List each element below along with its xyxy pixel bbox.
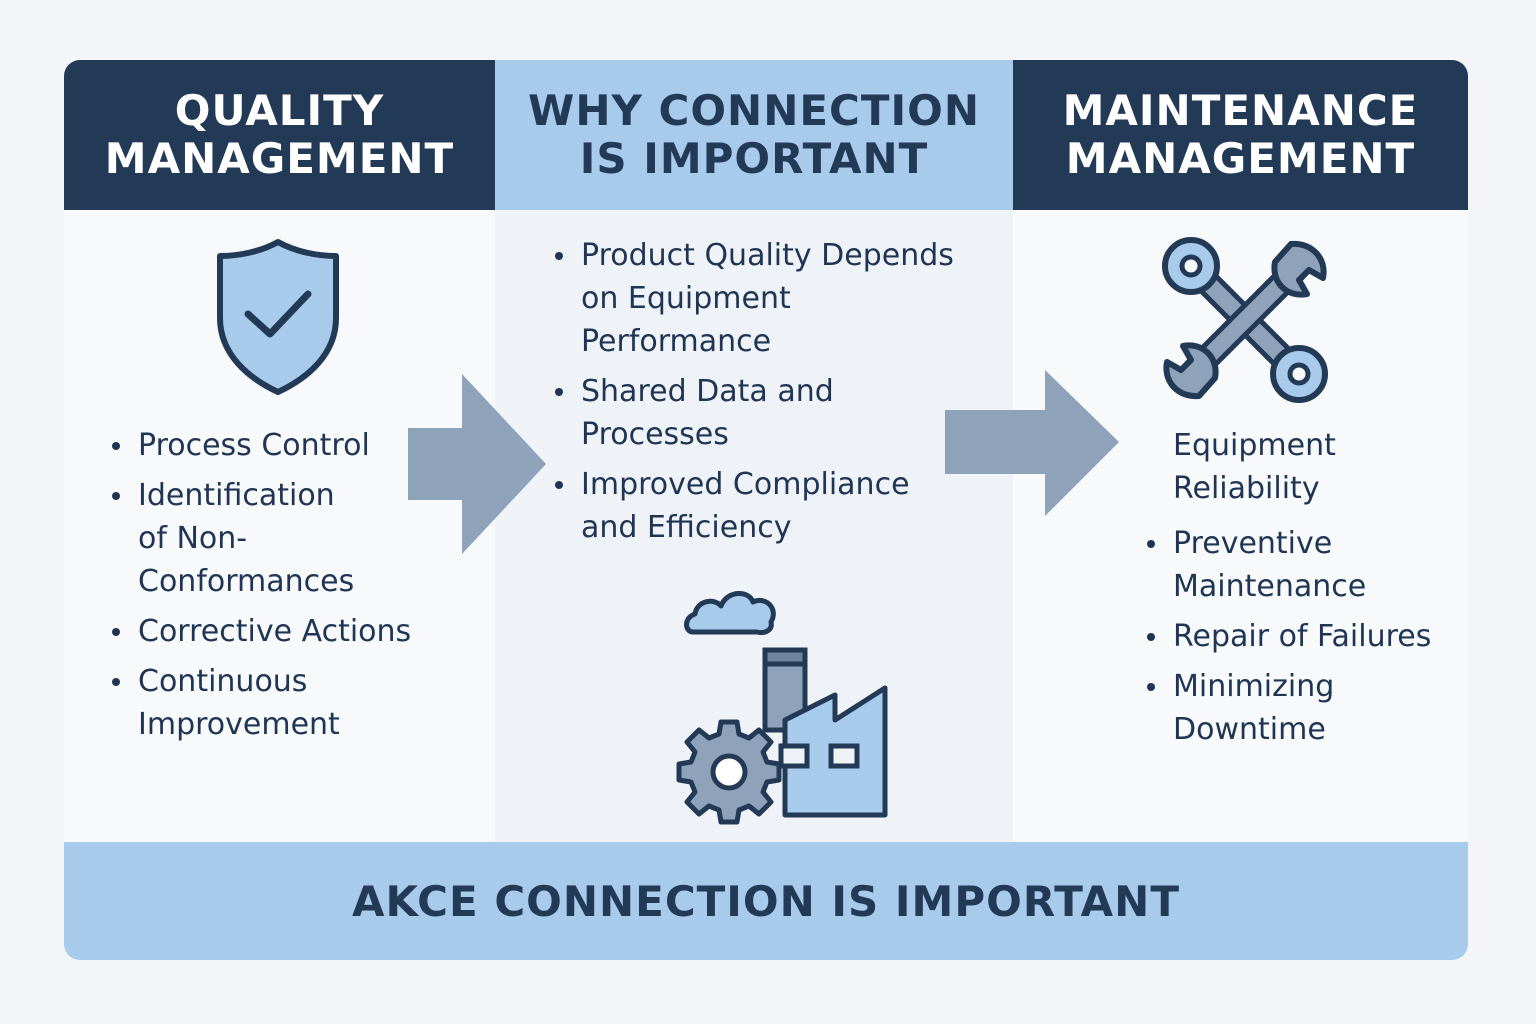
arrow-right-icon [945,370,1119,516]
list-item: Identification of Non- Conformances [106,474,486,603]
connection-items-list: Product Quality Depends on Equipment Per… [549,234,989,556]
connection-title: WHY CONNECTION IS IMPORTANT [495,60,1013,210]
list-item: Process Control [106,424,486,467]
list-item: Preventive Maintenance [1141,522,1461,608]
infographic-card: QUALITY MANAGEMENT Process Control Ident… [64,60,1468,960]
list-item: Continuous Improvement [106,660,486,746]
shield-check-icon [217,239,339,395]
quality-management-title: QUALITY MANAGEMENT [64,60,495,210]
maintenance-items-list: Equipment Reliability Preventive Mainten… [1141,424,1461,758]
maintenance-management-title: MAINTENANCE MANAGEMENT [1013,60,1468,210]
footer-banner: AKCE CONNECTION IS IMPORTANT [64,842,1468,960]
list-item: Equipment Reliability [1173,428,1336,506]
crossed-wrenches-icon [1162,237,1328,403]
arrow-right-icon [408,374,546,554]
quality-items-list: Process Control Identification of Non- C… [106,424,486,753]
list-item: Improved Compliance and Efficiency [549,463,989,549]
list-item: Minimizing Downtime [1141,665,1461,751]
list-item: Product Quality Depends on Equipment Per… [549,234,989,363]
list-item: Repair of Failures [1141,615,1461,658]
factory-gear-icon [676,591,888,825]
list-item: Corrective Actions [106,610,486,653]
connection-column: WHY CONNECTION IS IMPORTANT Product Qual… [495,60,1013,842]
list-item: Shared Data and Processes [549,370,989,456]
